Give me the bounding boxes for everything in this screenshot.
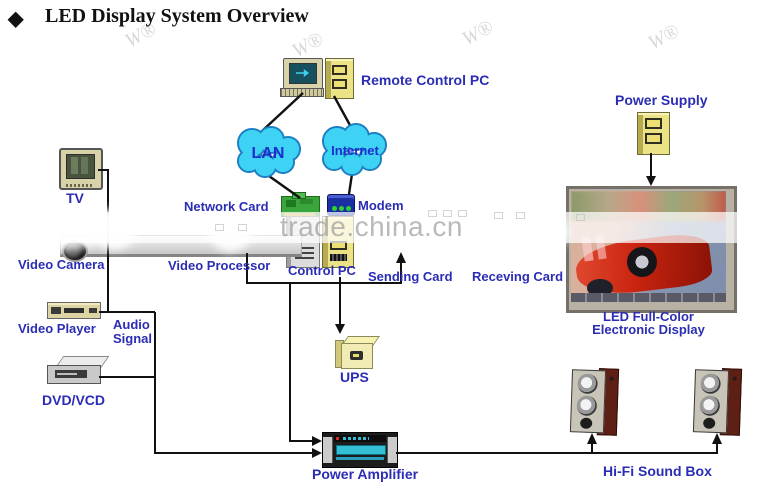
audio-signal-label-line1: Audio	[113, 317, 150, 332]
lan-label: LAN	[252, 145, 285, 162]
control-pc-yellow-tower-icon	[322, 216, 354, 268]
internet-cloud: Internet	[322, 123, 387, 176]
tv-icon	[59, 148, 103, 190]
video-processor-icon	[60, 235, 302, 257]
car-wheel-rear	[587, 279, 613, 297]
led-display-label-line2: Electronic Display	[592, 322, 705, 337]
car-wheel	[627, 247, 657, 277]
power-amplifier-icon	[322, 432, 398, 468]
hifi-label: Hi-Fi Sound Box	[603, 463, 712, 479]
lan-cloud: LAN	[237, 126, 301, 178]
dvd-label: DVD/VCD	[42, 392, 106, 408]
speaker-right-icon	[692, 367, 743, 436]
sending-card-label: Sending Card	[368, 269, 453, 284]
remote-pc-keyboard-icon	[280, 88, 324, 97]
page-title: LED Display System Overview	[45, 5, 309, 27]
remote-pc-tower-icon	[325, 58, 354, 99]
watermark-logo-icon: W®	[458, 15, 497, 51]
video-player-icon	[47, 302, 101, 319]
video-player-label: Video Player	[18, 321, 96, 336]
title-bullet-icon: ◆	[8, 8, 24, 30]
power-supply-label: Power Supply	[615, 92, 708, 108]
ups-label: UPS	[340, 369, 369, 385]
video-camera-label: Video Camera	[18, 257, 105, 272]
dvd-player-icon	[47, 356, 110, 386]
power-supply-icon	[637, 112, 670, 155]
display-background-band	[571, 191, 726, 221]
modem-label: Modem	[358, 198, 404, 213]
control-pc-label: Control PC	[288, 263, 356, 278]
network-card-icon	[281, 192, 320, 217]
internet-label: Internet	[331, 143, 379, 158]
modem-icon	[327, 194, 355, 216]
audio-signal-label-line2: Signal	[113, 331, 153, 346]
led-display	[566, 186, 737, 313]
video-processor-label: Video Processor	[168, 258, 271, 273]
ups-icon	[335, 336, 381, 369]
tv-label: TV	[66, 190, 84, 206]
network-card-label: Network Card	[184, 199, 269, 214]
led-display-label-line1: LED Full-Color	[603, 309, 694, 324]
remote-pc-monitor-icon	[283, 58, 323, 90]
speaker-left-icon	[569, 367, 620, 436]
power-amplifier-label: Power Amplifier	[312, 466, 419, 482]
watermark-logo-icon: W®	[644, 19, 683, 55]
receiving-card-label: Receving Card	[472, 269, 564, 284]
remote-pc-label: Remote Control PC	[361, 72, 490, 88]
